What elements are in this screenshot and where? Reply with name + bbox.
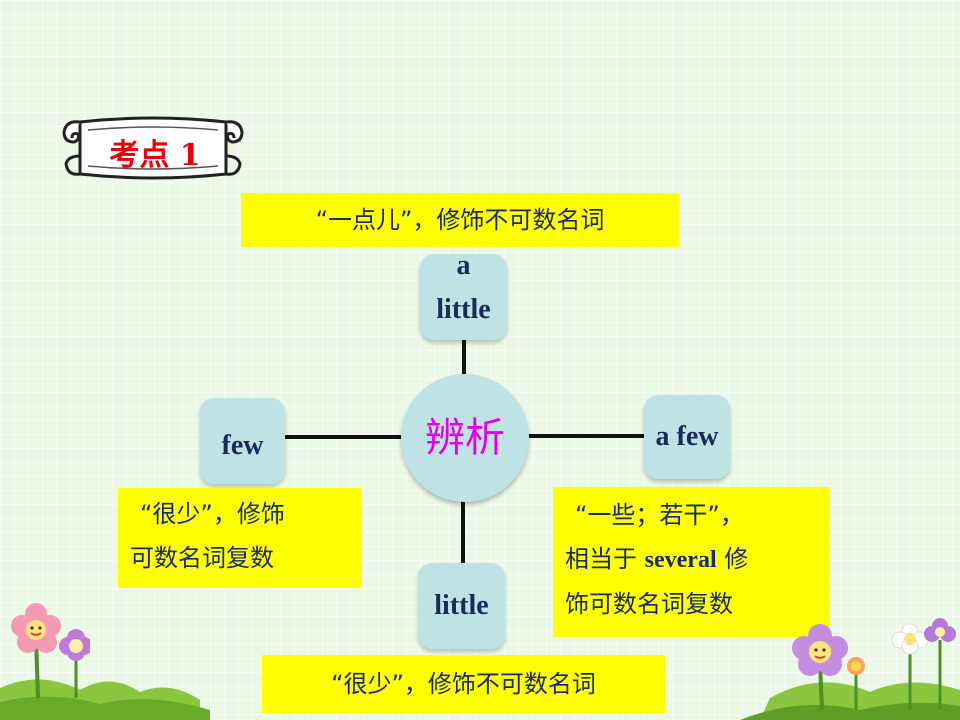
note-a-few-line1: “一些；若干”， [575,501,744,529]
connector-right [528,434,646,438]
note-a-few: “一些；若干”， 相当于 several 修 饰可数名词复数 [553,487,829,637]
node-few: few [200,398,285,484]
note-little: “很少”，修饰不可数名词 [262,655,665,713]
connector-left [285,435,403,439]
connector-top [462,340,466,376]
node-a-few: a few [644,395,730,479]
flower-right-icon [792,618,956,710]
connector-bottom [461,500,465,564]
hub-circle: 辨析 [401,374,529,502]
node-a-few-label: a few [655,421,719,452]
grass-decoration-icon [0,679,960,720]
node-little-label: little [434,590,489,621]
node-few-label: few [221,430,264,461]
note-a-little: “一点儿”，修饰不可数名词 [241,193,679,247]
hub-label: 辨析 [425,415,505,461]
note-a-few-line2: 相当于 several 修 [565,537,829,582]
note-few-line2: 可数名词复数 [130,544,274,572]
note-a-few-several: several [644,547,717,573]
note-few-line1: “很少”，修饰 [140,500,285,528]
note-a-few-line2-prefix: 相当于 [565,545,637,573]
note-few: “很少”，修饰 可数名词复数 [118,488,361,588]
node-little: little [418,563,505,649]
note-a-few-line2-suffix: 修 [724,545,749,573]
node-a-little-line1: a [456,250,471,281]
node-a-little-line2: little [436,294,491,325]
badge-label: 考点 1 [109,138,201,173]
note-a-few-line3: 饰可数名词复数 [565,590,733,618]
scroll-banner-icon [62,116,244,180]
flower-left-icon [11,603,90,698]
node-a-little: a little [420,250,507,340]
